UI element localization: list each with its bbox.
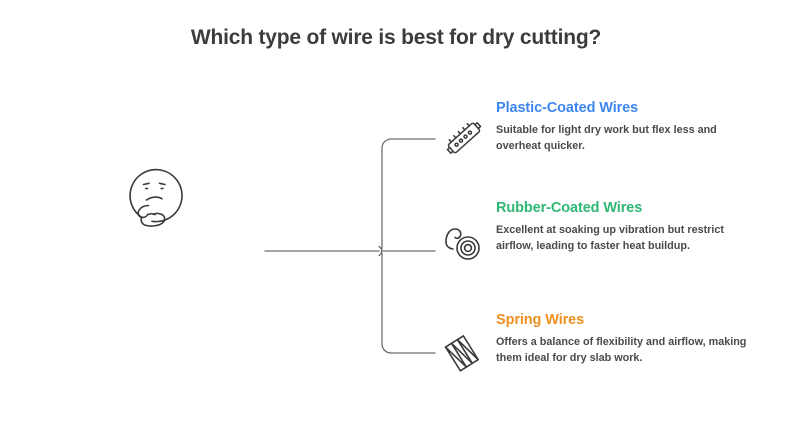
plastic-coated-wire-icon bbox=[440, 116, 488, 160]
spring-wire-icon bbox=[440, 330, 488, 374]
branch-text-block: Plastic-Coated Wires Suitable for light … bbox=[496, 100, 748, 154]
branch-heading: Plastic-Coated Wires bbox=[496, 100, 639, 116]
branch-description: Excellent at soaking up vibration but re… bbox=[496, 224, 724, 252]
branch-heading: Spring Wires bbox=[496, 312, 585, 328]
branch-text-block: Rubber-Coated Wires Excellent at soaking… bbox=[496, 200, 748, 254]
branch-text-block: Spring Wires Offers a balance of flexibi… bbox=[496, 312, 748, 366]
branch-heading: Rubber-Coated Wires bbox=[496, 200, 643, 216]
branch-description: Offers a balance of flexibility and airf… bbox=[496, 336, 747, 364]
thinking-face-icon bbox=[122, 162, 190, 230]
page-title: Which type of wire is best for dry cutti… bbox=[190, 26, 602, 49]
rubber-coated-wire-icon bbox=[440, 220, 488, 264]
bracket-connector bbox=[258, 125, 448, 370]
branch-description: Suitable for light dry work but flex les… bbox=[496, 124, 717, 152]
